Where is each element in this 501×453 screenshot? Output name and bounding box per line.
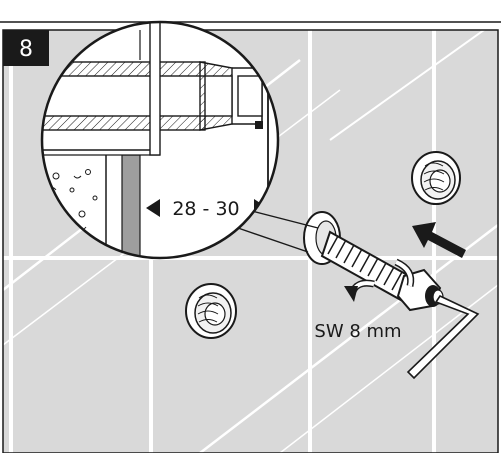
wall-fitting-right [411,151,461,205]
step-badge [3,30,49,66]
arrow-icon [412,222,466,258]
detail-leader [237,209,319,253]
panel-frame [2,29,499,453]
step-number: 8 [19,37,33,62]
hex-key [406,294,480,380]
dimension-label: 28 - 30 [172,198,239,220]
rotate-icon [344,258,415,302]
detail-magnifier [40,20,280,260]
wall-fitting-left [185,283,237,339]
tool-size-label: SW 8 mm [314,321,401,342]
